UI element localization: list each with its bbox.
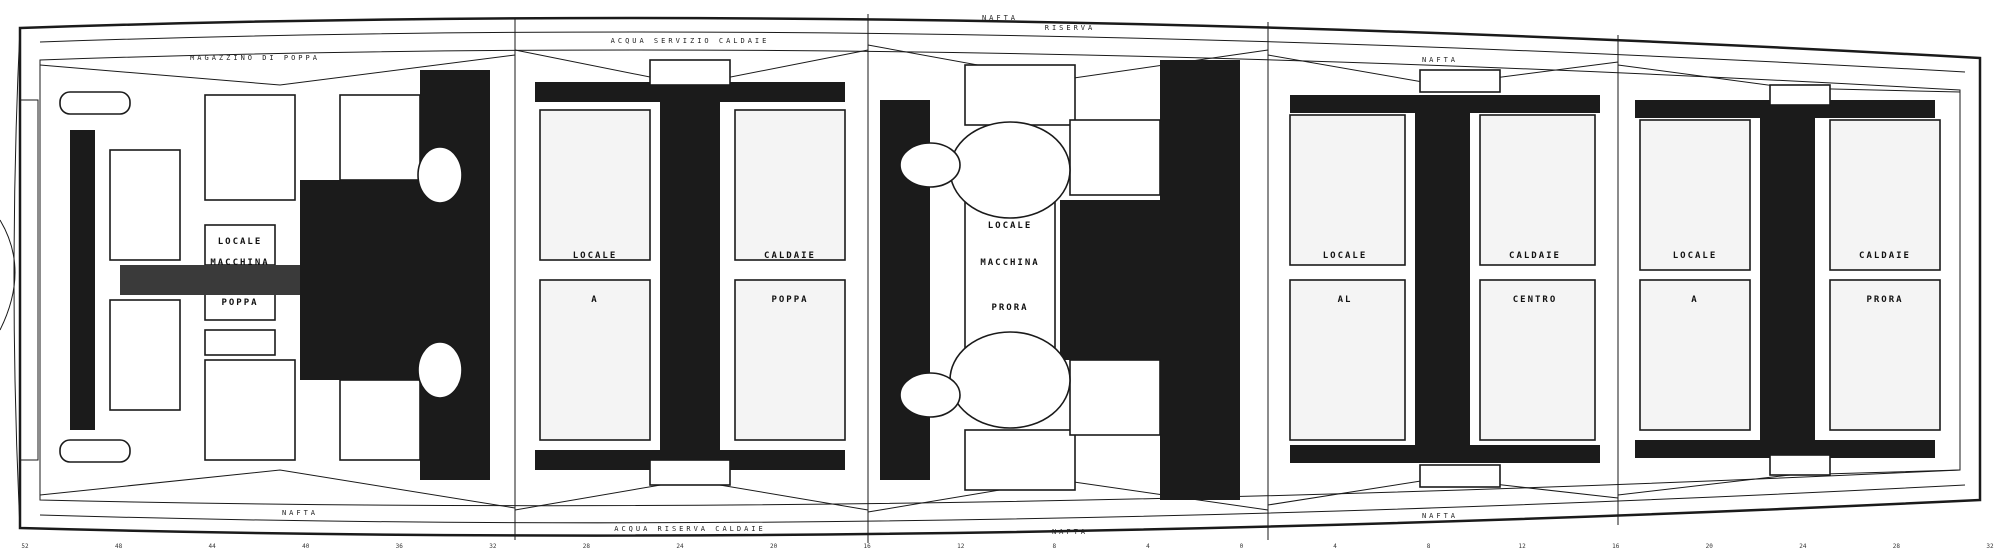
frame-number: 4	[1146, 543, 1150, 550]
svg-text:LOCALE: LOCALE	[218, 237, 263, 247]
top-side-labels: MAGAZZINO DI POPPA ACQUA SERVIZIO CALDAI…	[190, 14, 1458, 64]
svg-text:NAFTA: NAFTA	[1422, 56, 1458, 64]
svg-text:LOCALE: LOCALE	[1673, 251, 1718, 261]
frame-number: 16	[1612, 543, 1620, 550]
frame-number: 32	[489, 543, 497, 550]
frame-number: 4	[1333, 543, 1337, 550]
frame-number: 24	[1799, 543, 1807, 550]
frame-number: 12	[1518, 543, 1526, 550]
frame-number: 52	[21, 543, 29, 550]
fwd-engine-room	[880, 60, 1240, 500]
svg-text:CENTRO: CENTRO	[1513, 295, 1558, 305]
aft-boiler-label: LOCALE A CALDAIE POPPA	[573, 251, 816, 305]
frame-number: 36	[396, 543, 404, 550]
frame-number: 16	[863, 543, 871, 550]
bulkheads	[514, 14, 1619, 543]
svg-text:NAFTA: NAFTA	[982, 14, 1018, 22]
svg-text:LOCALE: LOCALE	[988, 221, 1033, 231]
aft-engine-room	[59, 70, 490, 480]
svg-text:ACQUA RISERVA CALDAIE: ACQUA RISERVA CALDAIE	[614, 525, 766, 533]
svg-text:NAFTA: NAFTA	[282, 509, 318, 517]
svg-text:A: A	[591, 295, 598, 305]
fwd-boiler-label: LOCALE A CALDAIE PRORA	[1673, 251, 1911, 305]
frame-number: 24	[676, 543, 684, 550]
frame-number: 28	[1893, 543, 1901, 550]
bottom-side-labels: NAFTA ACQUA RISERVA CALDAIE NAFTA NAFTA	[282, 509, 1458, 536]
svg-text:POPPA: POPPA	[221, 298, 258, 308]
svg-text:CALDAIE: CALDAIE	[1859, 251, 1911, 261]
frame-number: 12	[957, 543, 965, 550]
fwd-boiler-room	[1635, 84, 1941, 476]
svg-text:AL: AL	[1338, 295, 1353, 305]
svg-text:LOCALE: LOCALE	[1323, 251, 1368, 261]
frame-number: 8	[1427, 543, 1431, 550]
frame-number: 32	[1986, 543, 1994, 550]
frame-number: 48	[115, 543, 123, 550]
frame-number: 20	[770, 543, 778, 550]
svg-text:MACCHINA: MACCHINA	[210, 258, 269, 268]
fwd-engine-label: LOCALE MACCHINA PRORA	[980, 221, 1039, 313]
svg-text:PRORA: PRORA	[1866, 295, 1903, 305]
hull	[0, 16, 1982, 537]
svg-text:LOCALE: LOCALE	[573, 251, 618, 261]
svg-text:POPPA: POPPA	[771, 295, 808, 305]
svg-text:NAFTA: NAFTA	[1052, 528, 1088, 536]
centre-boiler-label: LOCALE AL CALDAIE CENTRO	[1323, 251, 1561, 305]
svg-text:CALDAIE: CALDAIE	[1509, 251, 1561, 261]
frame-number: 28	[583, 543, 591, 550]
frame-number: 8	[1052, 543, 1056, 550]
frame-number: 40	[302, 543, 310, 550]
centre-boiler-room	[1289, 69, 1600, 488]
svg-text:PRORA: PRORA	[991, 303, 1028, 313]
svg-text:MAGAZZINO DI POPPA: MAGAZZINO DI POPPA	[190, 54, 320, 62]
svg-text:NAFTA: NAFTA	[1422, 512, 1458, 520]
frame-number: 20	[1706, 543, 1714, 550]
frame-number: 44	[208, 543, 216, 550]
svg-text:ACQUA SERVIZIO CALDAIE: ACQUA SERVIZIO CALDAIE	[611, 37, 770, 45]
aft-engine-label: LOCALE MACCHINA POPPA	[210, 237, 269, 308]
svg-text:A: A	[1691, 295, 1698, 305]
svg-text:RISERVA: RISERVA	[1045, 24, 1096, 32]
svg-text:CALDAIE: CALDAIE	[764, 251, 816, 261]
frame-number: 0	[1240, 543, 1244, 550]
aft-boiler-room	[535, 59, 846, 486]
svg-text:MACCHINA: MACCHINA	[980, 258, 1039, 268]
